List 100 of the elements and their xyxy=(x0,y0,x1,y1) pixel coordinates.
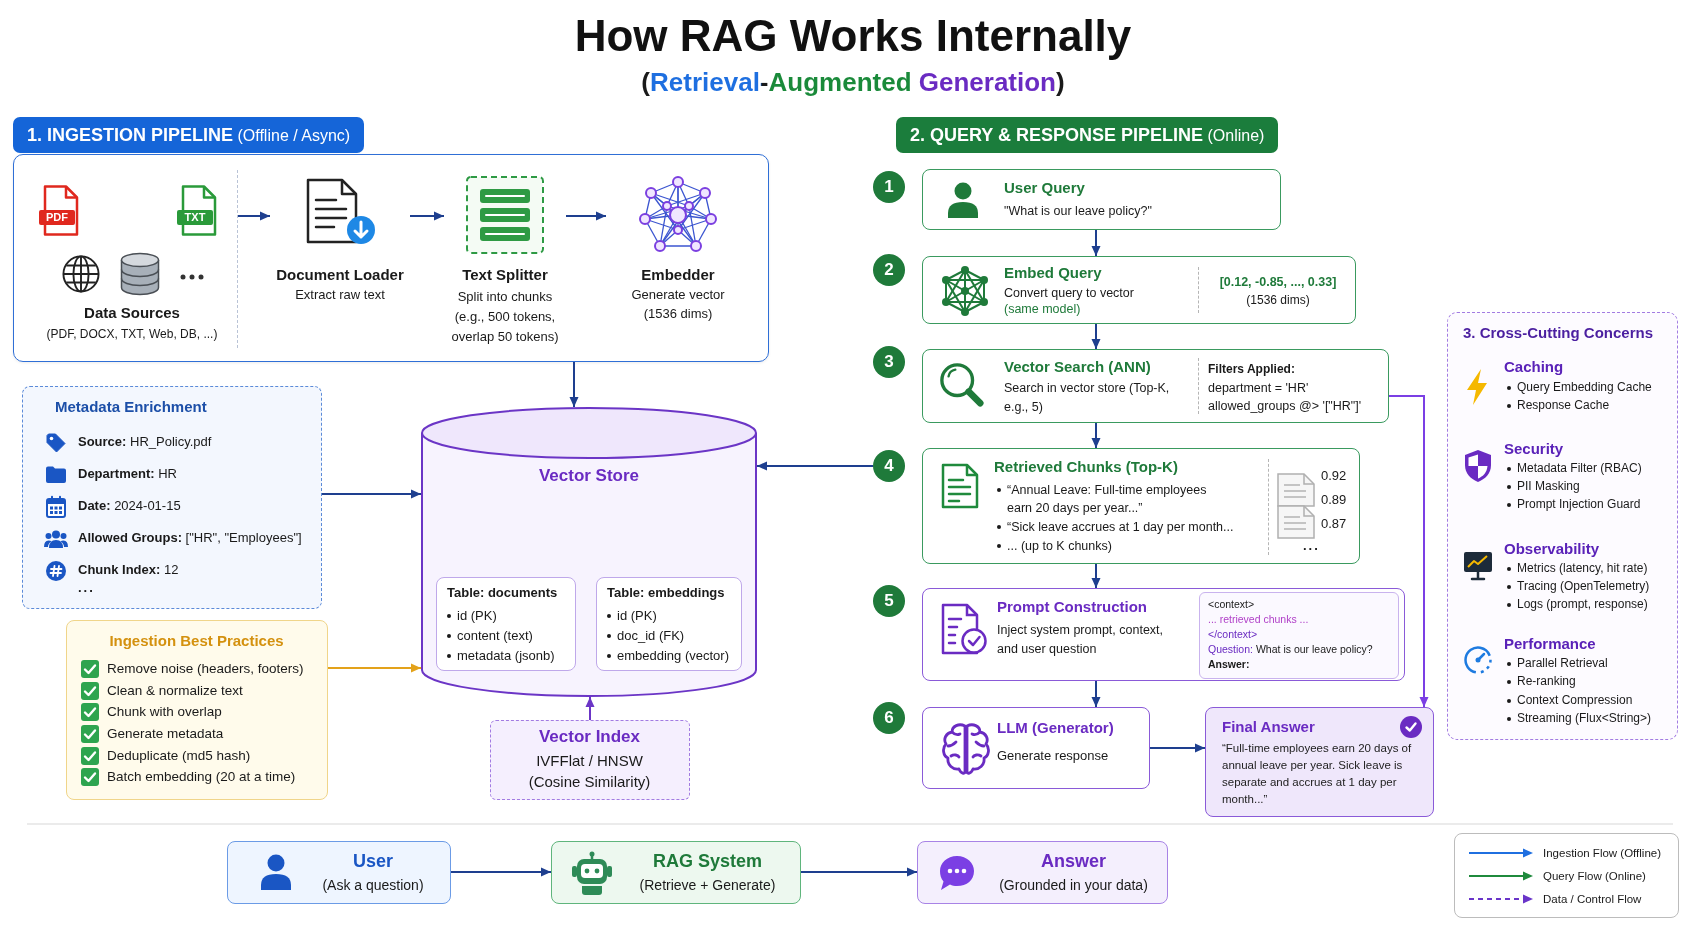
node-subtitle: (PDF, DOCX, TXT, Web, DB, ...) xyxy=(45,327,219,343)
table-column: embedding (vector) xyxy=(607,647,729,666)
chunk-quote: “Annual Leave: Full-time employees earn 20 days per year...” xyxy=(997,481,1225,518)
practice-item: Batch embedding (20 at a time) xyxy=(107,768,296,786)
node-title: Embedder xyxy=(640,265,716,285)
step-card xyxy=(922,256,1356,324)
prompt-line: What is our leave policy? xyxy=(1255,642,1373,656)
node-subtitle: (1536 dims) xyxy=(642,306,714,323)
panel-title: 3. Cross-Cutting Concerns xyxy=(1463,323,1654,343)
section-header: 1. INGESTION PIPELINE (Offline / Async) xyxy=(13,117,365,153)
step-number: 4 xyxy=(873,450,905,482)
prompt-line: <context> xyxy=(1208,597,1255,611)
step-card xyxy=(922,588,1405,681)
concern-item: Query Embedding Cache xyxy=(1507,379,1652,397)
step-description: Convert query to vector xyxy=(1004,285,1134,302)
node-subtitle: Generate vector xyxy=(630,287,726,304)
similarity-score: 0.92 xyxy=(1321,468,1347,485)
legend-text: Ingestion Flow (Offline) xyxy=(1543,846,1662,861)
index-card xyxy=(490,720,690,800)
practice-item: Remove noise (headers, footers) xyxy=(107,660,304,678)
legend-text: Query Flow (Online) xyxy=(1543,869,1646,884)
step-title: Retrieved Chunks (Top-K) xyxy=(994,457,1178,477)
flow-arrow xyxy=(409,211,445,221)
table-column: metadata (jsonb) xyxy=(447,647,555,666)
flow-arrow xyxy=(569,361,579,408)
step-title: Final Answer xyxy=(1222,717,1315,737)
node-title: RAG System xyxy=(651,850,763,873)
table-column: doc_id (FK) xyxy=(607,627,685,646)
step-description: "What is our leave policy?" xyxy=(1004,203,1152,220)
flow-arrow xyxy=(237,211,271,221)
practice-item: Chunk with overlap xyxy=(107,703,222,721)
step-title: LLM (Generator) xyxy=(997,718,1114,738)
metadata-field: Source: HR_Policy.pdf xyxy=(78,434,212,451)
node-title: User xyxy=(352,850,394,873)
metadata-field: Department: HR xyxy=(78,466,177,483)
table-column: content (text) xyxy=(447,627,533,646)
similarity-score: 0.89 xyxy=(1321,492,1347,509)
table-title: Table: documents xyxy=(447,585,558,602)
node-title: Text Splitter xyxy=(461,265,549,285)
node-title: Data Sources xyxy=(83,303,181,323)
concern-item: Response Cache xyxy=(1507,397,1610,415)
concern-item: Context Compression xyxy=(1507,692,1633,710)
flow-arrow xyxy=(1091,323,1101,350)
concerns-panel xyxy=(1447,312,1678,740)
table-card xyxy=(436,577,576,671)
table-card xyxy=(596,577,742,671)
step-card xyxy=(922,707,1150,789)
table-column: id (PK) xyxy=(607,607,657,626)
step-title: User Query xyxy=(1004,178,1085,198)
flow-arrow xyxy=(321,489,422,499)
similarity-score: 0.87 xyxy=(1321,516,1347,533)
flow-arrow xyxy=(756,461,874,471)
concern-item: Prompt Injection Guard xyxy=(1507,496,1641,514)
practice-item: Deduplicate (md5 hash) xyxy=(107,747,251,765)
flow-arrow xyxy=(565,211,607,221)
node-subtitle: (Grounded in your data) xyxy=(998,876,1149,895)
vector-value: [0.12, -0.85, ..., 0.33] xyxy=(1218,274,1338,291)
ellipsis-text: ... xyxy=(78,580,95,597)
legend-text: Data / Control Flow xyxy=(1543,892,1642,907)
answer-text: “Full-time employees earn 20 days of annual leave per year. Sick leave is separate and accrues at 1 day per month...” xyxy=(1222,741,1413,807)
filter-rule: allowed_groups @> '["HR"]' xyxy=(1208,398,1362,415)
practice-item: Generate metadata xyxy=(107,725,224,743)
concern-item: Tracing (OpenTelemetry) xyxy=(1507,578,1650,596)
concern-item: Logs (prompt, response) xyxy=(1507,596,1648,614)
file-type-label: PDF xyxy=(45,210,69,225)
flow-arrow xyxy=(1388,395,1429,708)
concern-item: PII Masking xyxy=(1507,478,1580,496)
step-title: Vector Search (ANN) xyxy=(1004,357,1151,377)
node-subtitle: Split into chunks (e.g., 500 tokens, overlap 50 tokens) xyxy=(450,288,560,346)
filter-title: Filters Applied: xyxy=(1208,362,1295,378)
node-subtitle: (Cosine Similarity) xyxy=(527,772,652,792)
table-title: Table: embeddings xyxy=(607,585,725,602)
flow-card xyxy=(551,841,801,904)
metadata-field: Chunk Index: 12 xyxy=(78,562,179,579)
prompt-line: Answer: xyxy=(1208,657,1250,671)
flow-arrow xyxy=(1149,743,1206,753)
prompt-line: </context> xyxy=(1208,627,1258,641)
node-title: Vector Index xyxy=(537,726,642,748)
step-number: 1 xyxy=(873,171,905,203)
prompt-template-card xyxy=(1199,592,1399,679)
panel-title: Ingestion Best Practices xyxy=(108,631,285,651)
step-number: 3 xyxy=(873,346,905,378)
node-subtitle: (Retrieve + Generate) xyxy=(638,876,777,895)
step-description: Inject system prompt, context, and user question xyxy=(997,622,1165,658)
step-title: Embed Query xyxy=(1004,263,1102,283)
concern-item: Metadata Filter (RBAC) xyxy=(1507,460,1642,478)
file-type-label: TXT xyxy=(183,210,207,225)
flow-arrow xyxy=(585,696,595,721)
concern-heading: Observability xyxy=(1504,539,1600,559)
node-subtitle: (Ask a question) xyxy=(321,876,425,895)
node-subtitle: IVFFlat / HNSW xyxy=(535,751,644,771)
chunk-quote: ... (up to K chunks) xyxy=(997,537,1112,556)
concern-heading: Caching xyxy=(1504,357,1564,377)
concern-heading: Security xyxy=(1504,439,1564,459)
flow-card xyxy=(917,841,1168,904)
step-description: Generate response xyxy=(997,748,1109,765)
table-column: id (PK) xyxy=(447,607,497,626)
flow-arrow xyxy=(800,867,918,877)
practice-item: Clean & normalize text xyxy=(107,682,243,700)
filter-rule: department = 'HR' xyxy=(1208,380,1309,397)
